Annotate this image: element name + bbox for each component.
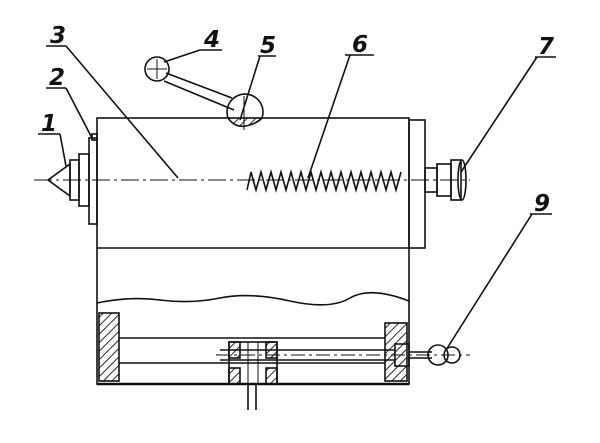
callout-9: 9 [534,191,550,217]
screw-mechanism [216,341,470,410]
callout-7: 7 [538,34,554,60]
quill-end-cap [88,133,98,225]
callout-6: 6 [352,32,368,58]
housing-body [96,117,426,385]
adjust-knob [409,344,461,366]
lever-handle [144,56,264,130]
callout-4: 4 [203,27,220,53]
callout-3: 3 [50,23,66,49]
callout-2: 2 [49,65,65,91]
lower-wall-section [97,312,409,386]
compression-spring [246,169,402,193]
callout-1: 1 [41,111,57,137]
end-knob [424,159,467,201]
callout-5: 5 [260,33,276,59]
leader-lines [38,45,556,351]
